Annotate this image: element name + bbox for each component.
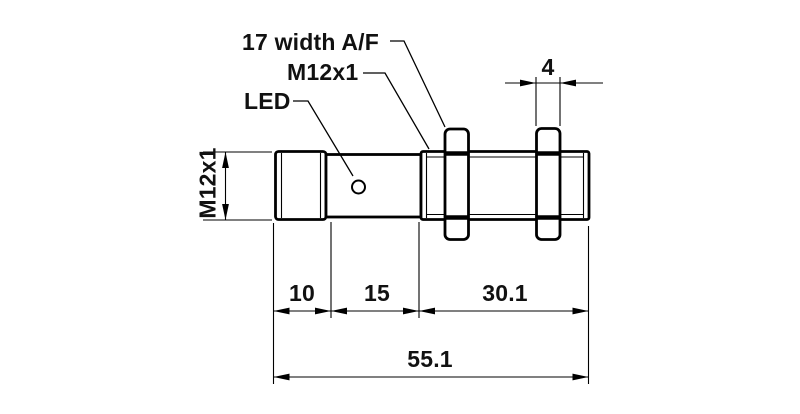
dimension-extension-lines [272,222,590,384]
label-wrench-width: 17 width A/F [242,29,379,55]
leader-line-led [293,100,354,177]
label-led: LED [244,88,291,114]
label-thread-spec-top: M12x1 [287,59,359,85]
dimension-row-segments [273,307,589,315]
dimension-value-nut-thickness: 4 [541,54,555,80]
dimension-value-front-length: 10 [289,280,315,306]
front-thread-section [274,150,328,221]
dimension-thread-diameter [203,151,272,221]
dimension-value-rear-thread-length: 30.1 [482,280,528,306]
led-indicator-circle [351,179,366,195]
leader-line-wrench-width [390,40,446,128]
leader-line-thread-top [363,72,430,150]
dimension-row-overall [273,373,589,381]
label-thread-spec-left: M12x1 [194,147,221,219]
dimension-value-overall-length: 55.1 [407,346,453,372]
hex-nut-rear [535,127,562,241]
dimension-value-housing-length: 15 [364,280,390,306]
housing-body-section [324,153,423,219]
hex-nut-front [443,127,470,241]
dimension-nut-thickness [505,77,603,126]
